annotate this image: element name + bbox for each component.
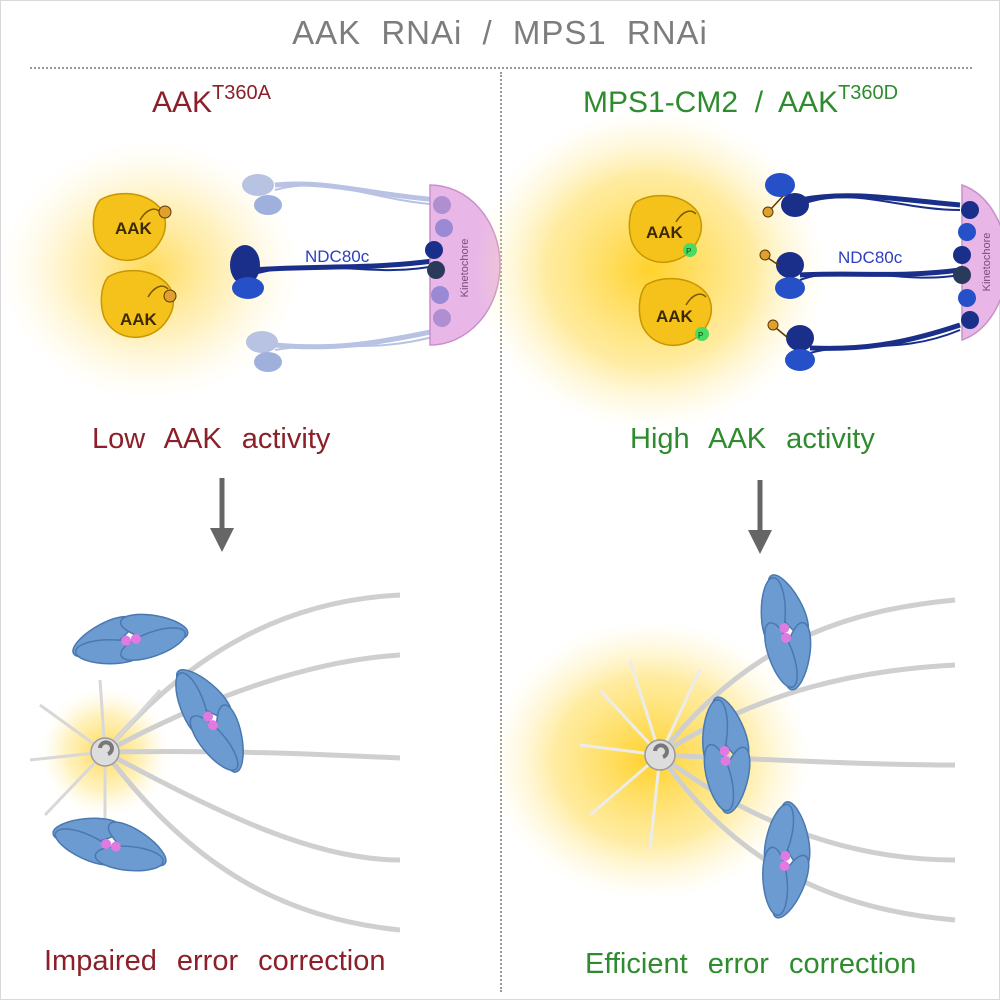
left-ndc80-label: NDC80c — [305, 247, 370, 266]
right-title-main: MPS1-CM2 / AAK — [583, 86, 839, 119]
right-aak-label-2: AAK — [656, 307, 694, 326]
right-kinetochore-label: Kinetochore — [981, 233, 993, 292]
left-ndc80-complex — [230, 174, 441, 372]
right-panel-title: MPS1-CM2 / AAKT360D — [583, 82, 898, 120]
left-kinetochore-label: Kinetochore — [459, 239, 471, 298]
left-panel-title: AAKT360A — [152, 82, 271, 120]
right-ndc80-complex — [759, 173, 961, 371]
right-title-sup: T360D — [838, 82, 899, 104]
left-activity-glow — [0, 140, 300, 400]
horizontal-divider — [30, 67, 972, 69]
left-outcome-label: Impaired error correction — [44, 945, 386, 977]
right-outcome-label: Efficient error correction — [585, 948, 917, 980]
left-title-main: AAK — [152, 86, 213, 119]
left-aak-label-1: AAK — [115, 219, 153, 238]
right-phospho-label-2: P — [698, 331, 703, 340]
right-phospho-label-1: P — [686, 247, 691, 256]
right-phospho-site-2 — [695, 327, 709, 341]
right-phospho-site-1 — [683, 243, 697, 257]
left-kinetochore-dots — [425, 196, 453, 327]
right-aak-label-1: AAK — [646, 223, 684, 242]
right-down-arrow — [748, 480, 772, 554]
right-activity-label: High AAK activity — [630, 423, 875, 455]
right-activity-glow — [475, 110, 825, 430]
left-chromosome-1 — [62, 598, 197, 677]
left-down-arrow — [210, 478, 234, 552]
figure-header: AAK RNAi / MPS1 RNAi — [292, 14, 708, 51]
right-ndc80-label: NDC80c — [838, 248, 903, 267]
left-aak-label-2: AAK — [120, 310, 158, 329]
left-title-sup: T360A — [212, 82, 271, 104]
right-kinetochore-dots — [953, 201, 979, 329]
left-activity-label: Low AAK activity — [92, 423, 331, 455]
vertical-divider — [500, 72, 502, 992]
